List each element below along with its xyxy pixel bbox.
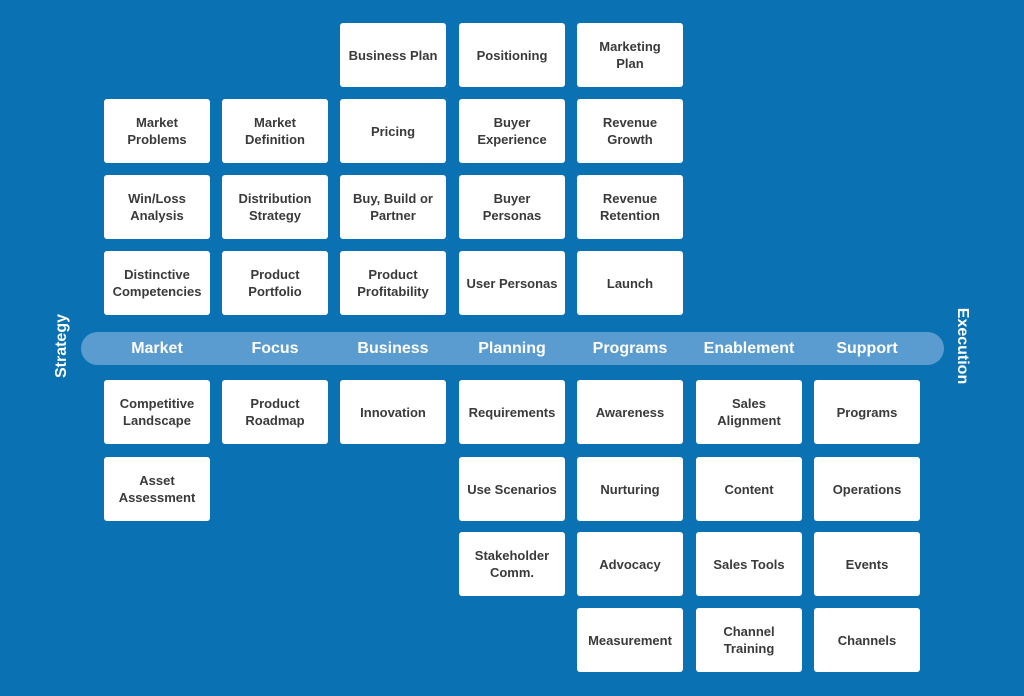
activity-box: Stakeholder Comm.: [459, 532, 565, 596]
activity-box: Distribution Strategy: [222, 175, 328, 239]
activity-box: Business Plan: [340, 23, 446, 87]
category-programs: Programs: [592, 340, 668, 357]
category-enablement: Enablement: [703, 340, 795, 357]
activity-box: Market Problems: [104, 99, 210, 163]
activity-box: Channels: [814, 608, 920, 672]
activity-box: Positioning: [459, 23, 565, 87]
strategy-label: Strategy: [53, 313, 70, 379]
activity-box: Content: [696, 457, 802, 521]
activity-box: Product Roadmap: [222, 380, 328, 444]
activity-box: Requirements: [459, 380, 565, 444]
activity-box: Market Definition: [222, 99, 328, 163]
activity-box: Innovation: [340, 380, 446, 444]
activity-box: Buyer Personas: [459, 175, 565, 239]
activity-box: Sales Alignment: [696, 380, 802, 444]
activity-box: Pricing: [340, 99, 446, 163]
category-market: Market: [131, 340, 183, 357]
activity-box: Product Profitability: [340, 251, 446, 315]
activity-box: Revenue Growth: [577, 99, 683, 163]
category-business: Business: [357, 340, 429, 357]
category-planning: Planning: [478, 340, 546, 357]
activity-box: Buyer Experience: [459, 99, 565, 163]
activity-box: Measurement: [577, 608, 683, 672]
activity-box: Competitive Landscape: [104, 380, 210, 444]
activity-box: Advocacy: [577, 532, 683, 596]
activity-box: Distinctive Competencies: [104, 251, 210, 315]
activity-box: Use Scenarios: [459, 457, 565, 521]
category-bar: [81, 332, 944, 365]
activity-box: Revenue Retention: [577, 175, 683, 239]
activity-box: Marketing Plan: [577, 23, 683, 87]
activity-box: Programs: [814, 380, 920, 444]
execution-label: Execution: [954, 307, 971, 385]
activity-box: Awareness: [577, 380, 683, 444]
activity-box: Operations: [814, 457, 920, 521]
activity-box: Nurturing: [577, 457, 683, 521]
activity-box: Win/Loss Analysis: [104, 175, 210, 239]
activity-box: Product Portfolio: [222, 251, 328, 315]
activity-box: Asset Assessment: [104, 457, 210, 521]
activity-box: Channel Training: [696, 608, 802, 672]
activity-box: Launch: [577, 251, 683, 315]
activity-box: Sales Tools: [696, 532, 802, 596]
activity-box: Buy, Build or Partner: [340, 175, 446, 239]
category-support: Support: [836, 340, 898, 357]
activity-box: Events: [814, 532, 920, 596]
activity-box: User Personas: [459, 251, 565, 315]
category-focus: Focus: [251, 340, 299, 357]
